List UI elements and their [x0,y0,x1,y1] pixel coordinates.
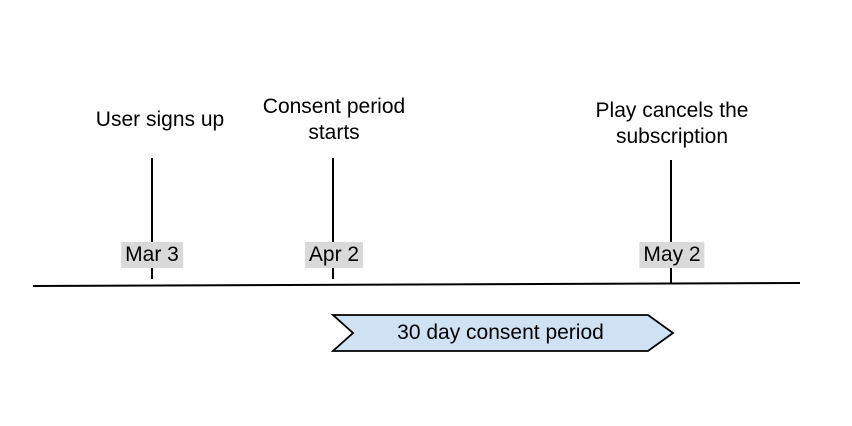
event-label-play-cancels-subscription: Play cancels the subscription [595,99,749,148]
date-badge-apr-2: Apr 2 [304,242,364,268]
event-label-user-signs-up: User signs up [95,108,225,131]
consent-period-ribbon-outline [330,314,675,352]
timeline-axis-line [32,282,801,287]
date-badge-mar-3: Mar 3 [121,242,183,268]
consent-period-ribbon-label: 30 day consent period [397,321,604,344]
date-badge-may-2: May 2 [639,242,705,268]
event-label-consent-period-starts: Consent period starts [262,95,406,144]
consent-period-ribbon-arrow [333,315,673,351]
